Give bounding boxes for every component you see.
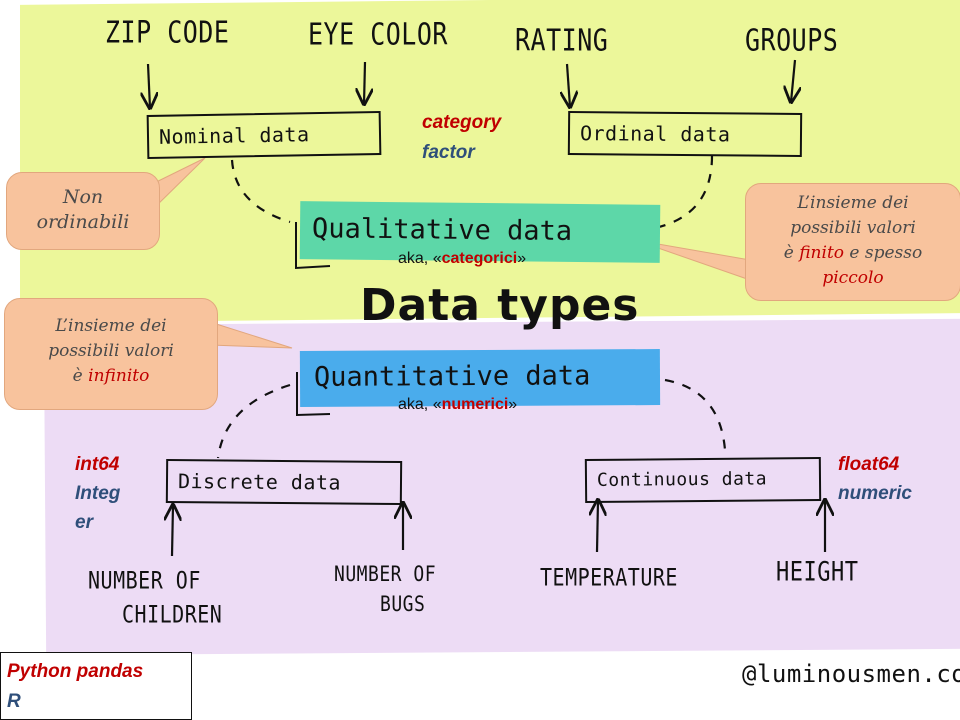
qualitative-data-label: Qualitative data	[311, 213, 573, 247]
label-height: HEIGHT	[776, 557, 859, 588]
credit-luminousmen: @luminousmen.com	[742, 660, 960, 688]
discrete-data-label: Discrete data	[177, 469, 342, 495]
label-number-of-bugs-2: BUGS	[380, 591, 426, 618]
label-zip-code: ZIP CODE	[105, 15, 230, 50]
label-rating: RATING	[515, 23, 609, 58]
nominal-tag-category: category	[422, 112, 502, 133]
arrow-zip	[148, 63, 150, 108]
callout-infinite-line3: è infinito	[72, 366, 150, 386]
arrow-eye	[364, 61, 365, 104]
label-eye-color: EYE COLOR	[308, 17, 448, 52]
qual-bracket	[295, 222, 331, 270]
callout-infinite-pointer	[209, 321, 293, 349]
dash-nominal	[230, 159, 291, 224]
continuous-tag-numeric: numeric	[838, 483, 912, 504]
diagram-title: Data types	[360, 280, 640, 331]
arrow-rating	[567, 63, 570, 107]
callout-infinite: L’insieme dei possibili valori è infinit…	[4, 298, 218, 410]
legend-box: Python pandas R	[0, 652, 192, 720]
label-groups: GROUPS	[745, 23, 839, 58]
quantitative-aka: aka, «numerici»	[398, 396, 518, 413]
dash-ordinal	[654, 155, 714, 230]
callout-finite-line1: L’insieme dei	[797, 193, 909, 213]
callout-finite-line3: è finito e spesso	[783, 243, 923, 263]
discrete-data-box: Discrete data	[165, 458, 403, 506]
callout-finite: L’insieme dei possibili valori è finito …	[745, 183, 960, 301]
discrete-tag-integ: Integ	[75, 483, 121, 504]
callout-non-line1: Non	[62, 186, 104, 208]
callout-infinite-line2: possibili valori	[48, 341, 174, 361]
dash-discrete	[216, 383, 291, 459]
quantitative-data-label: Quantitative data	[313, 360, 591, 393]
callout-infinite-word: infinito	[88, 366, 150, 386]
nominal-tag-factor: factor	[422, 142, 475, 163]
continuous-tag-float64: float64	[838, 454, 900, 475]
qualitative-aka-word: categorici	[441, 250, 518, 267]
callout-finite-line4: piccolo	[822, 268, 884, 288]
callout-infinite-line1: L’insieme dei	[55, 316, 167, 336]
quant-bracket	[296, 372, 331, 417]
callout-non-line2: ordinabili	[36, 211, 130, 233]
label-number-of-children-1: NUMBER OF	[88, 565, 201, 595]
label-temperature: TEMPERATURE	[540, 562, 678, 592]
continuous-data-label: Continuous data	[596, 468, 768, 491]
arrow-temp	[597, 500, 598, 553]
legend-python-pandas: Python pandas	[7, 661, 144, 682]
legend-r: R	[7, 691, 21, 712]
nominal-data-box: Nominal data	[146, 110, 382, 160]
continuous-data-box: Continuous data	[584, 456, 822, 504]
quantitative-aka-word: numerici	[441, 396, 509, 413]
callout-finite-word: finito	[799, 243, 845, 263]
label-number-of-children-2: CHILDREN	[122, 599, 223, 629]
qualitative-aka: aka, «categorici»	[398, 250, 527, 267]
label-number-of-bugs-1: NUMBER OF	[334, 561, 437, 588]
dash-continuous	[664, 378, 727, 451]
ordinal-data-box: Ordinal data	[567, 110, 803, 158]
callout-non-ordinabili: Non ordinabili	[6, 172, 160, 250]
ordinal-data-label: Ordinal data	[579, 121, 731, 147]
discrete-tag-int64: int64	[75, 454, 120, 475]
nominal-data-label: Nominal data	[158, 122, 310, 149]
arrow-children	[172, 505, 173, 557]
arrow-groups	[791, 59, 795, 102]
callout-finite-line2: possibili valori	[790, 218, 916, 238]
discrete-tag-er: er	[75, 512, 93, 533]
